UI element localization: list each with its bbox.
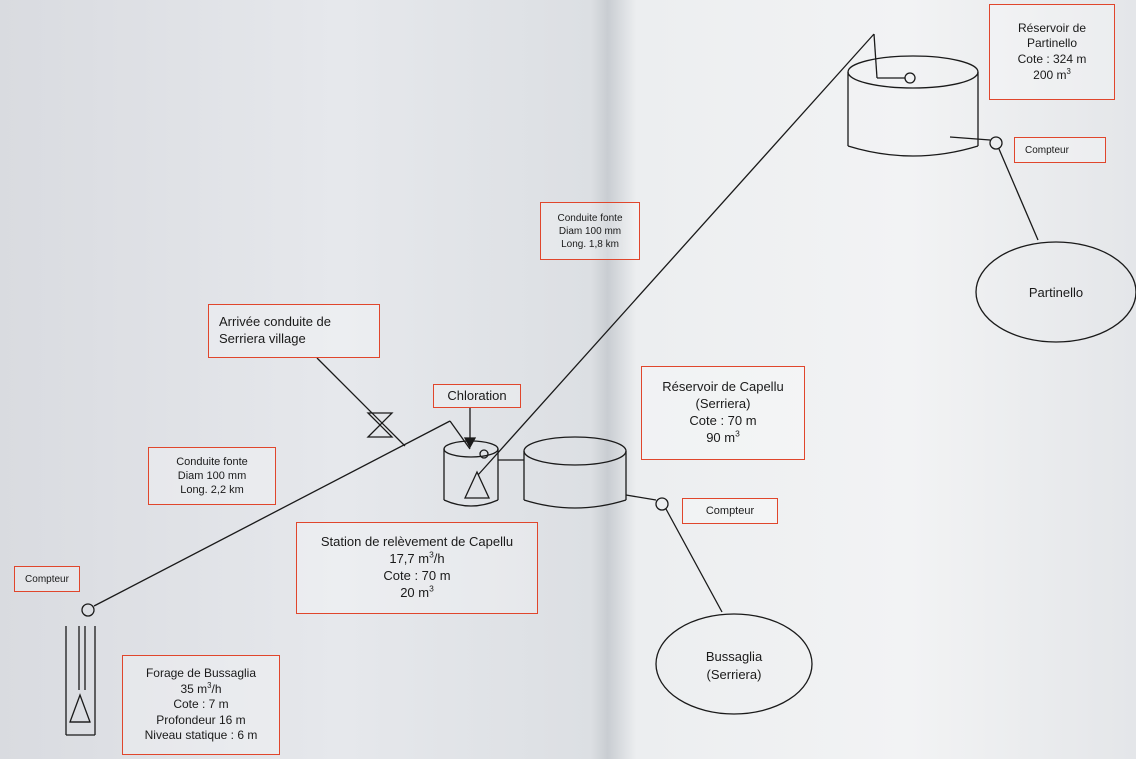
conduite-lower-label: Conduite fonte Diam 100 mm Long. 2,2 km [148,447,276,505]
pipe-upper-drop [873,33,878,79]
reservoir-partinello-line2: Partinello [1026,36,1078,51]
chloration-text: Chloration [447,387,507,403]
reservoir-partinello-volume: 200 m [1033,67,1067,82]
reservoir-capellu-line3: Cote : 70 m [689,413,757,428]
reservoir-capellu-volume: 90 m [706,429,736,445]
valve-icon [366,412,394,438]
pipe-arrivee [316,357,406,447]
chloration-label: Chloration [433,384,521,408]
chlorine-injector [479,449,489,459]
forage-flow: 35 m [180,681,208,696]
partinello-inlet [904,72,916,84]
reservoir-partinello-label: Réservoir de Partinello Cote : 324 m 200… [989,4,1115,100]
conduite-upper-line2: Diam 100 mm [558,225,622,237]
forage-well [65,626,96,736]
reservoir-partinello-line3: Cote : 324 m [1017,52,1087,66]
superscript: 3 [207,680,212,690]
conduite-upper-label: Conduite fonte Diam 100 mm Long. 1,8 km [540,202,640,260]
arrivee-label: Arrivée conduite de Serriera village [208,304,380,358]
pipe-lower [93,420,451,607]
compteur-top-meter [989,136,1003,150]
station-tank [443,440,499,507]
conduite-lower-line3: Long. 2,2 km [180,484,244,497]
station-label: Station de relèvement de Capellu 17,7 m3… [296,522,538,614]
forage-line4: Profondeur 16 m [156,712,246,727]
superscript: 3 [1066,66,1071,76]
station-flow-unit: /h [433,551,445,567]
pipe-upper [477,33,875,476]
conduite-lower-line1: Conduite fonte [176,455,248,468]
forage-line1: Forage de Bussaglia [145,666,257,681]
station-volume: 20 m [400,584,430,600]
reservoir-capellu-label: Réservoir de Capellu (Serriera) Cote : 7… [641,366,805,460]
arrow-down-icon [463,437,477,449]
compteur-top-text: Compteur [1025,144,1069,156]
pipe-partinello-meter [949,136,991,141]
bussaglia-zone-line1: Bussaglia [705,649,763,664]
superscript: 3 [735,428,740,439]
superscript: 3 [429,549,434,560]
bussaglia-zone-label: Bussaglia (Serriera) [684,648,784,683]
reservoir-partinello-tank [847,55,979,157]
conduite-upper-line3: Long. 1,8 km [561,238,619,250]
pipe-to-bussaglia [665,508,723,613]
partinello-zone [975,241,1136,343]
compteur-mid-label: Compteur [682,498,778,524]
compteur-mid-text: Compteur [705,504,755,517]
compteur-top-label: Compteur [1014,137,1106,163]
reservoir-partinello-line1: Réservoir de [1017,20,1087,35]
reservoir-capellu-line4: 90 m3 [706,428,740,447]
reservoir-partinello-line4: 200 m3 [1033,66,1071,84]
compteur-left-text: Compteur [25,573,69,585]
pipe-capellu-meter [625,494,657,501]
reservoir-capellu-line1: Réservoir de Capellu [662,379,784,395]
forage-line2: 35 m3/h [180,680,222,698]
station-line2: 17,7 m3/h [389,551,444,568]
compteur-left-label: Compteur [14,566,80,592]
pipe-to-partinello [998,148,1039,241]
station-line1: Station de relèvement de Capellu [320,534,514,550]
forage-line3: Cote : 7 m [173,697,229,712]
conduite-upper-line1: Conduite fonte [557,212,623,224]
forage-label: Forage de Bussaglia 35 m3/h Cote : 7 m P… [122,655,280,755]
compteur-mid-meter [655,497,669,511]
reservoir-capellu-line2: (Serriera) [695,396,751,412]
compteur-left-meter [81,603,95,617]
bussaglia-zone-line2: (Serriera) [706,666,762,682]
arrivee-line1: Arrivée conduite de [219,314,332,330]
conduite-lower-line2: Diam 100 mm [177,469,247,482]
station-line4: 20 m3 [400,583,434,602]
bussaglia-zone [655,613,813,715]
partinello-zone-label: Partinello [1028,285,1084,300]
reservoir-capellu-tank [523,436,627,509]
forage-flow-unit: /h [211,681,222,696]
forage-line5: Niveau statique : 6 m [144,728,258,743]
pipe-station-drop [449,420,471,450]
station-flow: 17,7 m [389,551,430,567]
station-line3: Cote : 70 m [383,568,451,583]
superscript: 3 [429,583,434,594]
arrivee-line2: Serriera village [219,331,306,346]
